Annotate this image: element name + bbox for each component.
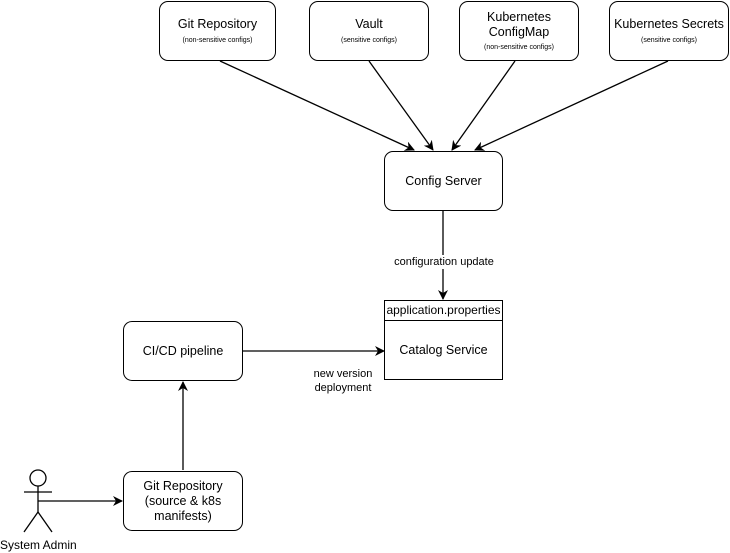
node-subtitle: (sensitive configs) [640, 37, 698, 44]
node-title: CI/CD pipeline [142, 344, 224, 358]
edge-vault-to-config [368, 60, 434, 151]
vault-node: Vault (sensitive configs) [309, 1, 429, 61]
node-title: Kubernetes Secrets [614, 17, 724, 31]
application-properties-header: application.properties [385, 301, 502, 321]
node-title: Vault [355, 17, 383, 31]
kubernetes-configmap-node: Kubernetes ConfigMap (non-sensitive conf… [459, 1, 579, 61]
edge-secrets-to-config [474, 60, 669, 151]
cicd-pipeline-node: CI/CD pipeline [123, 321, 243, 381]
kubernetes-secrets-node: Kubernetes Secrets (sensitive configs) [609, 1, 729, 61]
configuration-update-label: configuration update [392, 255, 496, 269]
node-subtitle: (non-sensitive configs) [483, 44, 555, 51]
edge-configmap-to-config [451, 60, 516, 151]
node-title: Kubernetes ConfigMap [487, 10, 551, 39]
catalog-service-node: application.properties Catalog Service [384, 300, 503, 380]
system-admin-actor-icon [23, 469, 53, 533]
node-subtitle: (sensitive configs) [340, 37, 398, 44]
config-server-node: Config Server [384, 151, 503, 211]
git-repository-config-node: Git Repository (non-sensitive configs) [159, 1, 276, 61]
node-title: Git Repository [177, 17, 258, 31]
system-admin-label: System Admin [0, 538, 77, 552]
node-subtitle: (non-sensitive configs) [182, 37, 253, 44]
git-repository-source-node: Git Repository (source & k8s manifests) [123, 471, 243, 531]
new-version-deployment-label: new version deployment [313, 368, 373, 394]
edge-git-to-config [219, 60, 415, 151]
node-title: Git Repository (source & k8s manifests) [143, 478, 223, 523]
catalog-service-label: Catalog Service [399, 342, 488, 357]
node-title: Config Server [405, 174, 482, 188]
